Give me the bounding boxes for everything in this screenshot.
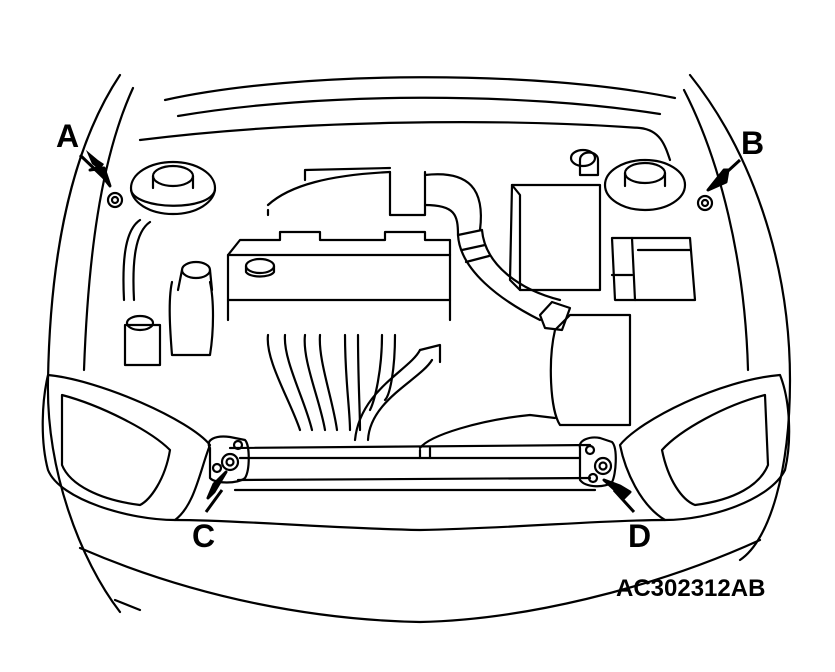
relay-box [610,236,697,302]
right-fender [682,73,792,562]
bracket-d [578,436,617,488]
right-strut-tower [603,158,687,212]
front-bumper [78,518,762,624]
left-strut-tower [129,160,217,216]
figure-code: AC302312AB [616,575,766,602]
left-fender [46,73,142,614]
callout-label-b: B [741,125,765,161]
arrow-c-icon [204,470,228,513]
arrow-b-icon [706,158,742,192]
callout-label-d: D [628,518,652,554]
cowl-panel [138,76,677,162]
engine-intake [266,166,442,442]
air-cleaner-box [508,148,632,427]
air-intake-duct [388,170,562,322]
left-headlight [41,373,212,522]
battery [226,230,452,322]
bracket-c [207,435,250,484]
arrow-d-icon [602,478,636,514]
bolt-a-icon [106,191,124,209]
radiator-support [228,413,597,492]
bolt-b-icon [696,194,714,212]
arrow-a-icon [78,150,112,188]
right-headlight [618,373,791,522]
callout-label-c: C [192,518,216,554]
callout-label-a: A [56,118,80,154]
left-reservoirs [122,218,215,367]
